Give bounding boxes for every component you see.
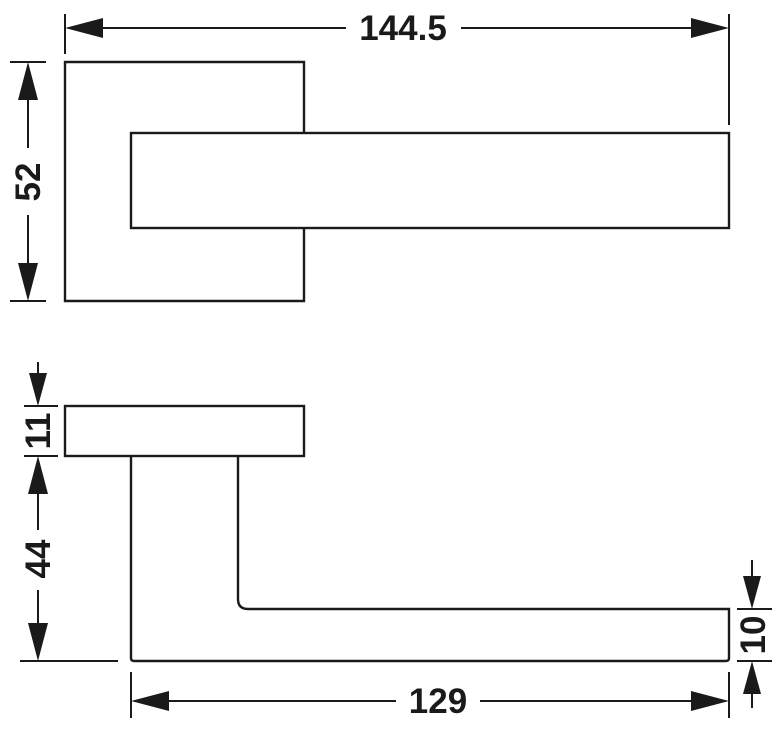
side-view-lever — [129, 456, 731, 663]
arrowhead-left — [131, 691, 169, 711]
arrowhead-bottom — [28, 623, 48, 661]
arrowhead-bottom — [18, 263, 38, 301]
dimension-label-rose-height: 52 — [9, 163, 48, 202]
side-view — [63, 404, 731, 663]
arrowhead-top — [29, 373, 47, 406]
arrowhead-top — [18, 62, 38, 100]
dimension-rose-thickness: 11 — [19, 362, 58, 457]
side-view-rose — [63, 404, 306, 458]
dimension-label-rose-thickness: 11 — [19, 413, 58, 450]
dimension-lever-thickness: 10 — [734, 560, 773, 708]
dimension-lever-projection: 44 — [19, 456, 118, 662]
arrowhead-top — [28, 456, 48, 494]
dimension-label-overall-width: 144.5 — [359, 9, 447, 48]
dimension-label-lever-length: 129 — [409, 682, 467, 721]
top-view-lever — [129, 131, 731, 230]
dimension-overall-width: 144.5 — [64, 9, 730, 125]
arrowhead-right — [691, 18, 729, 38]
dimension-lever-length: 129 — [130, 672, 730, 721]
arrowhead-top — [743, 576, 761, 609]
arrowhead-left — [65, 18, 103, 38]
dimension-label-lever-projection: 44 — [19, 539, 58, 578]
dimension-rose-height: 52 — [9, 61, 48, 302]
arrowhead-bottom — [743, 661, 761, 694]
top-view — [63, 60, 731, 303]
dimension-label-lever-thickness: 10 — [734, 616, 773, 655]
arrowhead-right — [691, 691, 729, 711]
top-view-rose — [63, 60, 306, 303]
